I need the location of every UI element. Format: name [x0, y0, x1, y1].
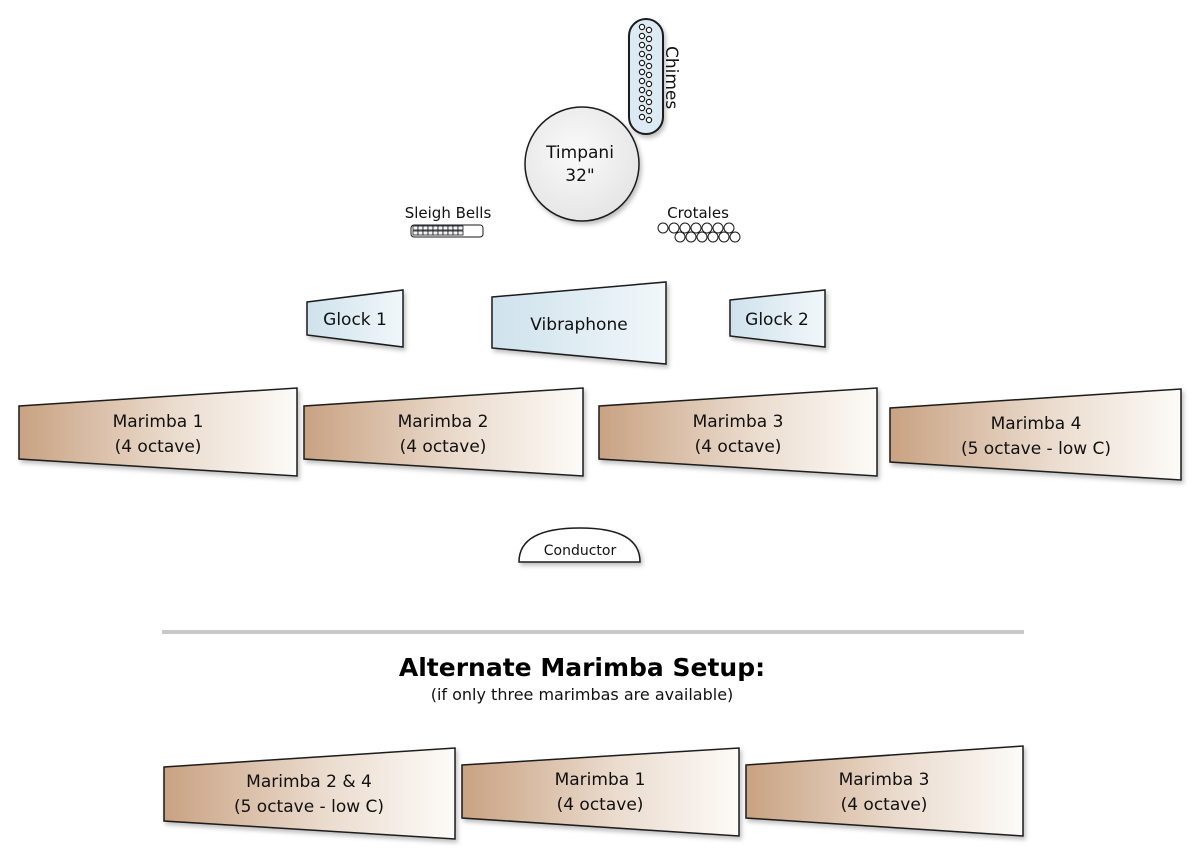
glock-1-label: Glock 1: [323, 310, 387, 330]
glock-2-frame: [729, 289, 826, 348]
alt-marimba-3: Marimba 3 (4 octave): [745, 745, 1024, 837]
alt-marimba-2-4: Marimba 2 & 4 (5 octave - low C): [163, 747, 456, 840]
alternate-title: Alternate Marimba Setup:: [399, 653, 765, 682]
timpani-drum: [524, 106, 640, 222]
marimba-1-name: Marimba 1: [113, 412, 204, 432]
marimba-2-frame: [303, 387, 584, 477]
alt-marimba-3-name: Marimba 3: [839, 770, 930, 790]
alt-marimba-1-name: Marimba 1: [555, 770, 646, 790]
alt-marimba-1: Marimba 1 (4 octave): [461, 747, 740, 837]
conductor-podium: [518, 527, 641, 563]
conductor-label: Conductor: [544, 543, 617, 559]
alt-marimba-2-4-frame: [163, 747, 456, 840]
alternate-subtitle: (if only three marimbas are available): [431, 685, 734, 704]
vibraphone: Vibraphone: [491, 281, 667, 365]
glock-1-frame: [306, 289, 404, 348]
chimes: Chimes: [628, 18, 681, 135]
chimes-tubes: [638, 23, 653, 124]
marimba-3-frame: [598, 387, 878, 477]
crotales: Crotales: [657, 204, 741, 243]
sleigh-bells-label: Sleigh Bells: [405, 204, 492, 222]
marimba-2-name: Marimba 2: [398, 412, 489, 432]
marimba-3: Marimba 3 (4 octave): [598, 387, 878, 477]
marimba-4-frame: [889, 388, 1182, 481]
alt-marimba-3-frame: [745, 745, 1024, 837]
marimba-3-size: (4 octave): [695, 437, 782, 457]
marimba-2: Marimba 2 (4 octave): [303, 387, 584, 477]
marimba-1: Marimba 1 (4 octave): [18, 387, 298, 477]
alt-marimba-2-4-name: Marimba 2 & 4: [246, 772, 372, 792]
marimba-1-size: (4 octave): [115, 437, 202, 457]
alt-marimba-1-size: (4 octave): [557, 795, 644, 815]
marimba-4-name: Marimba 4: [991, 414, 1082, 434]
chimes-frame: [628, 18, 664, 135]
glock-2: Glock 2: [729, 289, 826, 348]
alt-marimba-3-size: (4 octave): [841, 795, 928, 815]
marimba-4-size: (5 octave - low C): [961, 439, 1111, 459]
marimba-3-name: Marimba 3: [693, 412, 784, 432]
sleigh-bells: Sleigh Bells: [405, 204, 492, 238]
timpani: Timpani 32": [524, 106, 640, 222]
marimba-2-size: (4 octave): [400, 437, 487, 457]
crotales-discs: [657, 222, 741, 243]
marimba-4: Marimba 4 (5 octave - low C): [889, 388, 1182, 481]
alt-marimba-2-4-size: (5 octave - low C): [234, 797, 384, 817]
conductor: Conductor: [518, 527, 641, 563]
timpani-label: Timpani: [545, 143, 614, 163]
timpani-size: 32": [565, 166, 594, 186]
alt-marimba-1-frame: [461, 747, 740, 837]
glock-1: Glock 1: [306, 289, 404, 348]
vibraphone-frame: [491, 281, 667, 365]
sleigh-bells-bells: [412, 225, 464, 236]
vibraphone-label: Vibraphone: [530, 315, 627, 335]
glock-2-label: Glock 2: [745, 310, 809, 330]
marimba-1-frame: [18, 387, 298, 477]
crotales-label: Crotales: [667, 204, 729, 222]
chimes-label: Chimes: [661, 46, 681, 109]
